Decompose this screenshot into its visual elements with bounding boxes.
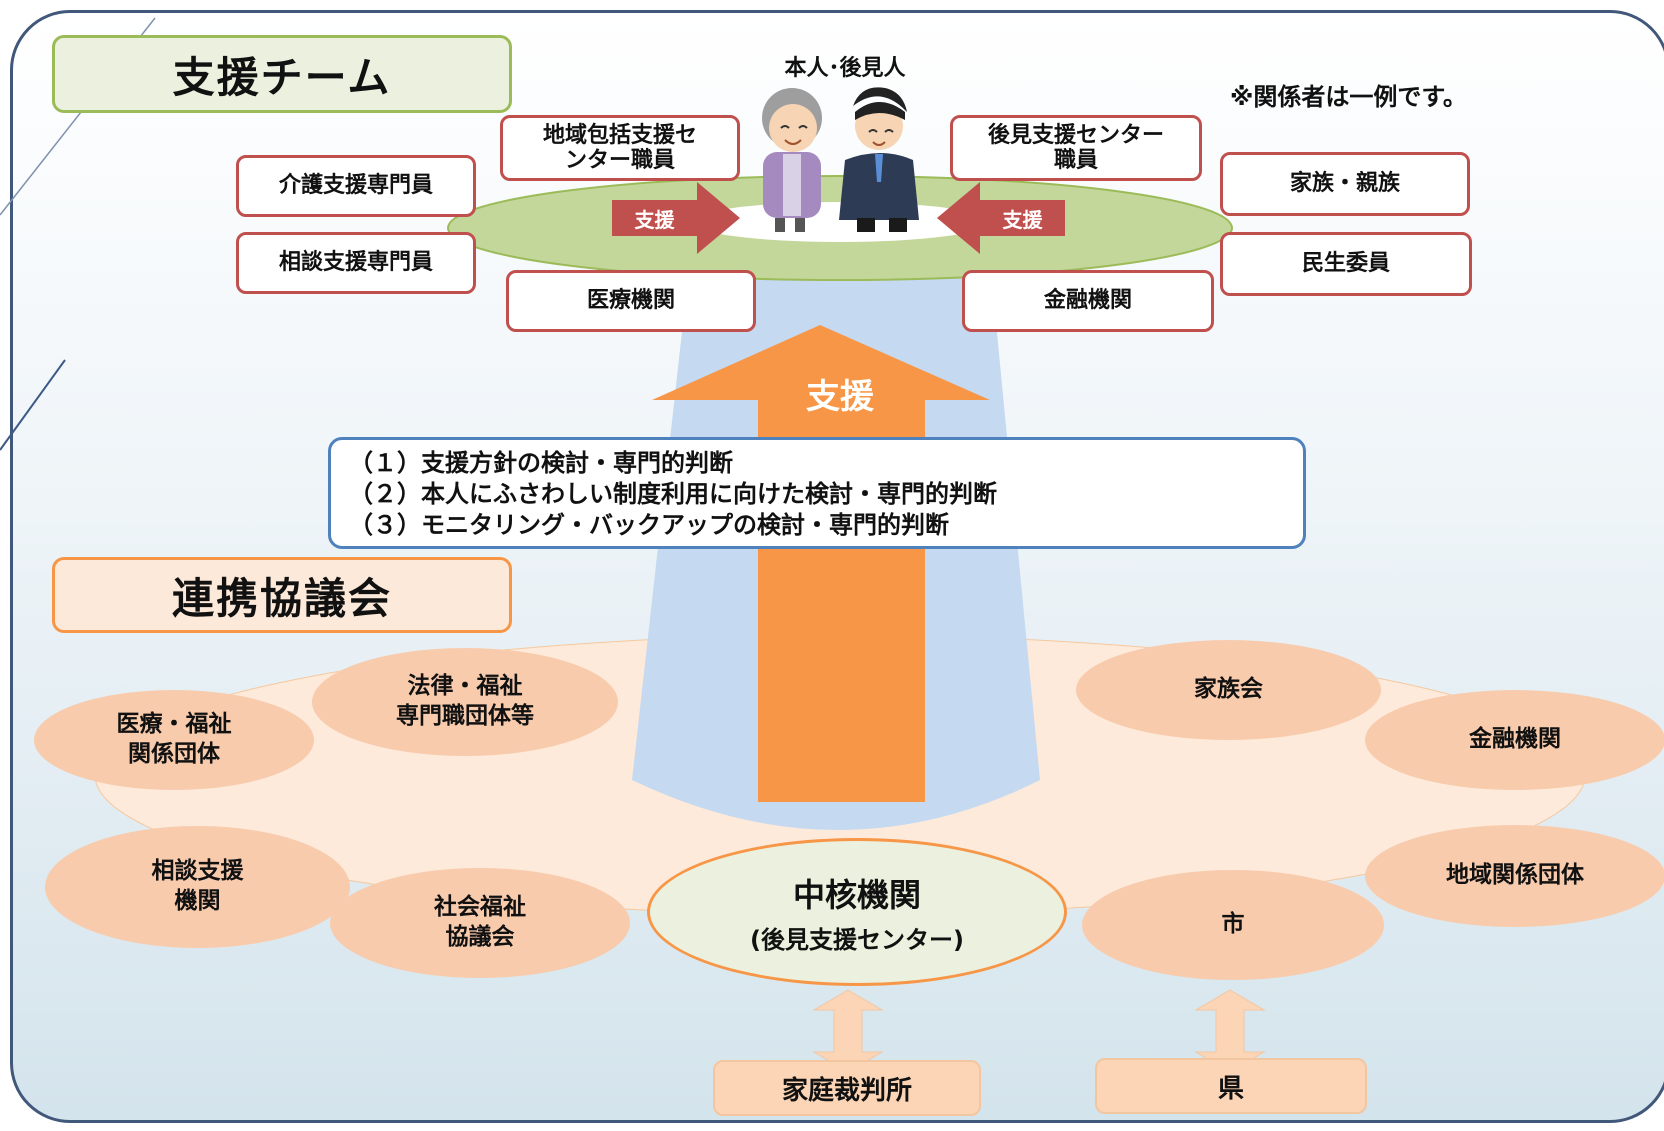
council-regional-groups: 地域関係団体: [1365, 825, 1664, 927]
principal-guardian-label: 本人･後見人: [784, 56, 906, 81]
member-medical-institution: 医療機関: [506, 270, 756, 332]
council-legal-welfare-professionals: 法律・福祉 専門職団体等: [312, 648, 618, 756]
council-consultation-agencies: 相談支援 機関: [45, 826, 350, 948]
function-item: （２）本人にふさわしい制度利用に向けた検討・専門的判断: [349, 480, 997, 509]
council-city: 市: [1082, 870, 1384, 980]
function-item: （１）支援方針の検討・専門的判断: [349, 449, 733, 477]
function-item: （３）モニタリング・バックアップの検討・専門的判断: [349, 511, 949, 540]
support-team-title: 支援チーム: [52, 35, 512, 113]
principal-guardian-illustration: [762, 87, 919, 232]
core-institution-name: 中核機関: [792, 875, 921, 914]
left-red-arrow-label: 支援: [634, 207, 675, 232]
example-note: ※関係者は一例です。: [1230, 83, 1467, 111]
member-welfare-commissioner: 民生委員: [1220, 232, 1472, 296]
core-institution: 中核機関 (後見支援センター): [647, 838, 1067, 986]
council-social-welfare-council: 社会福祉 協議会: [330, 868, 630, 978]
council-title: 連携協議会: [52, 557, 512, 633]
core-institution-sub: (後見支援センター): [750, 925, 964, 954]
support-up-arrow-label: 支援: [806, 376, 874, 417]
functions-box: （１）支援方針の検討・専門的判断 （２）本人にふさわしい制度利用に向けた検討・専…: [328, 437, 1306, 549]
member-consultation-specialist: 相談支援専門員: [236, 232, 476, 294]
council-medical-welfare-groups: 医療・福祉 関係団体: [34, 690, 314, 790]
left-red-arrow: [612, 182, 740, 254]
member-community-center-staff: 地域包括支援セ ンター職員: [500, 115, 740, 181]
prefecture: 県: [1095, 1058, 1367, 1114]
council-family-association: 家族会: [1076, 640, 1381, 740]
right-red-arrow: [937, 182, 1065, 254]
member-financial-institution: 金融機関: [962, 270, 1214, 332]
family-court: 家庭裁判所: [713, 1060, 981, 1116]
member-guardianship-center-staff: 後見支援センター 職員: [950, 115, 1202, 181]
member-care-manager: 介護支援専門員: [236, 155, 476, 217]
right-red-arrow-label: 支援: [1002, 207, 1043, 232]
member-family-relatives: 家族・親族: [1220, 152, 1470, 216]
council-financial-institution: 金融機関: [1365, 690, 1664, 790]
